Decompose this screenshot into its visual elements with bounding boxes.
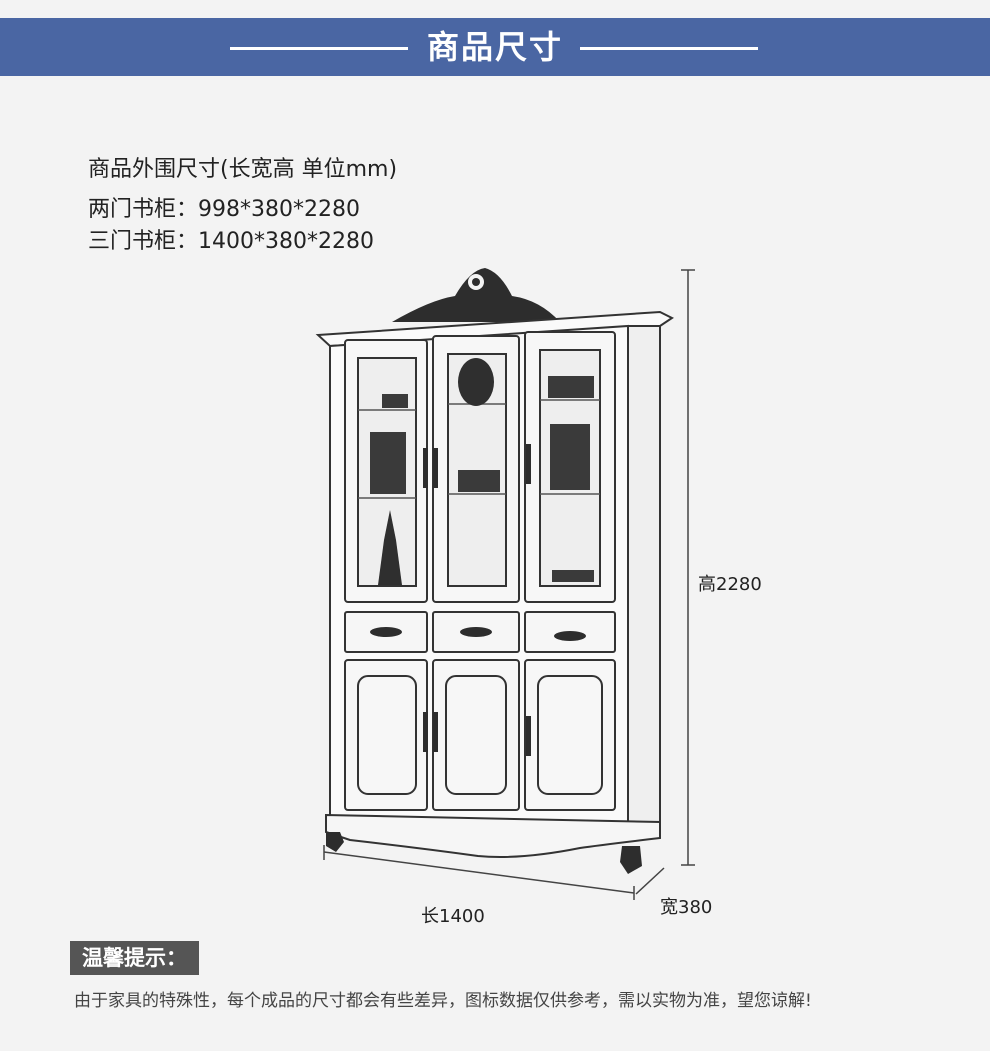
header-rule-left	[230, 47, 408, 50]
length-dimension-line	[323, 845, 635, 900]
lower-doors	[344, 659, 616, 811]
cornice	[315, 310, 674, 348]
crown-ornament	[392, 268, 560, 322]
shelf-decor	[378, 358, 494, 585]
height-label: 高2280	[698, 574, 762, 595]
spec-three-door: 三门书柜：1400*380*2280	[88, 229, 374, 254]
length-label: 长1400	[421, 906, 485, 927]
spec-heading: 商品外围尺寸(长宽高 单位mm)	[88, 157, 398, 182]
carved-legs	[326, 832, 642, 874]
shelves	[358, 399, 600, 499]
width-dimension-line	[635, 867, 665, 895]
tip-badge: 温馨提示：	[70, 941, 199, 975]
spec-two-door: 两门书柜：998*380*2280	[88, 197, 360, 222]
books	[370, 376, 594, 582]
tip-text: 由于家具的特殊性，每个成品的尺寸都会有些差异，图标数据仅供参考，需以实物为准，望…	[74, 991, 812, 1011]
cabinet-base	[325, 813, 661, 858]
door-handles	[423, 444, 531, 756]
height-dimension-line	[681, 269, 695, 866]
drawer-handles	[370, 627, 586, 641]
width-label: 宽380	[660, 897, 713, 918]
page-title: 商品尺寸	[426, 28, 563, 66]
header-banner: 商品尺寸	[0, 18, 990, 76]
header-rule-right	[580, 47, 758, 50]
